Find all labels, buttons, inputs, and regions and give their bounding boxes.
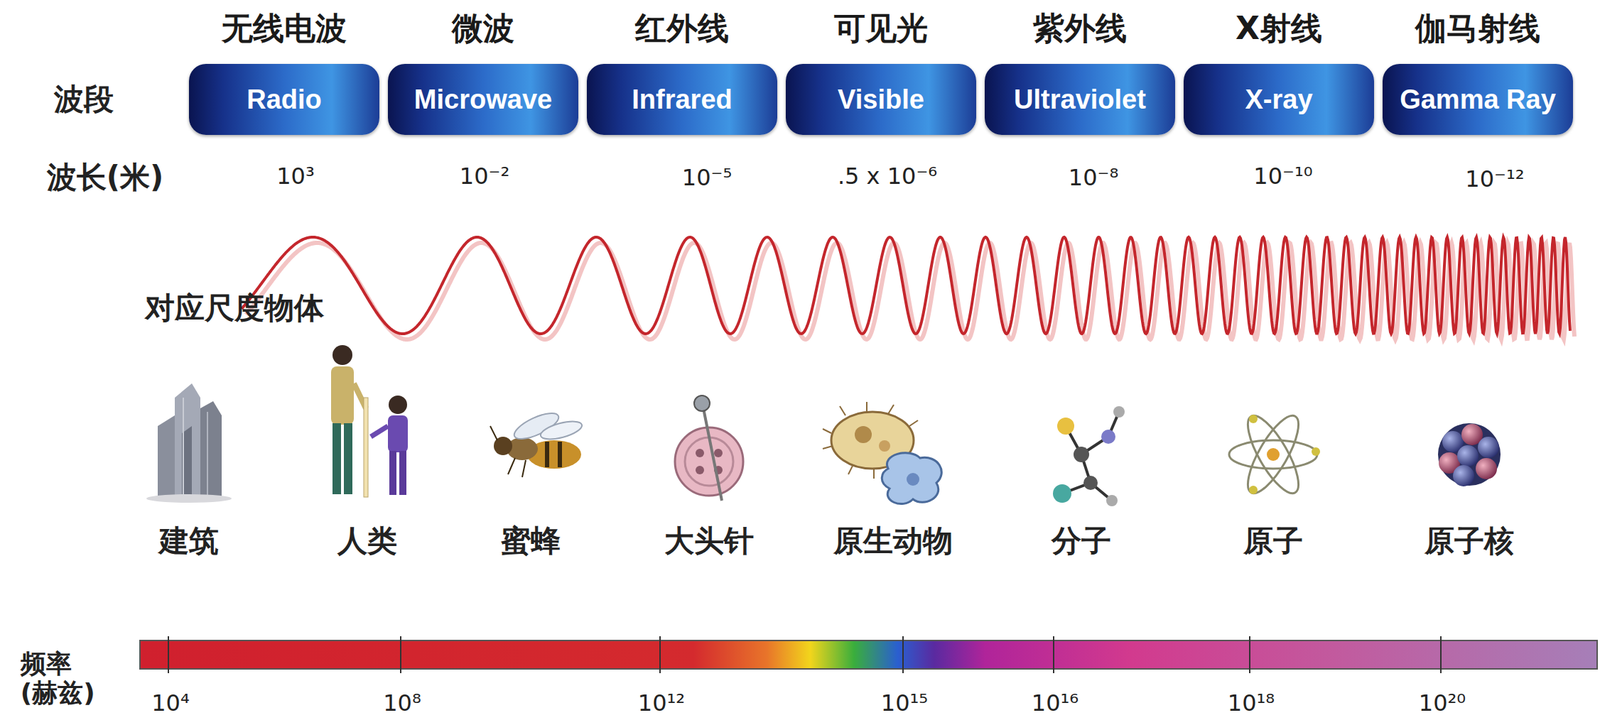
wavelength-value: 10⁻⁵ <box>682 164 732 192</box>
tick-mark <box>902 636 904 674</box>
row-label: 波段 <box>53 79 114 120</box>
object-name: 原子 <box>1243 521 1304 562</box>
atom-icon <box>1229 409 1321 500</box>
molecule-icon <box>1052 406 1125 507</box>
object-name: 人类 <box>337 521 398 562</box>
bee-icon <box>490 408 585 478</box>
wavelength-value: 10⁻¹⁰ <box>1253 162 1313 190</box>
frequency-value: 10⁸ <box>382 689 422 717</box>
band-name-en: Visible <box>837 84 925 116</box>
object-name: 大头针 <box>664 521 754 562</box>
row-label: 对应尺度物体 <box>144 288 324 329</box>
tick-mark <box>1052 636 1055 674</box>
frequency-value: 10¹⁵ <box>880 689 928 717</box>
wavelength-value: .5 x 10⁻⁶ <box>837 162 938 190</box>
tick-mark <box>1440 636 1442 674</box>
band-name-en: X-ray <box>1244 84 1313 116</box>
nucleus-icon <box>1438 423 1501 487</box>
object-name: 蜜蜂 <box>500 521 561 562</box>
frequency-value: 10¹⁶ <box>1031 689 1079 717</box>
tick-mark <box>1249 636 1251 674</box>
band-pill: 无线电波Radio <box>188 63 380 135</box>
wavelength-value: 10⁻² <box>459 162 510 190</box>
band-pill: 红外线Infrared <box>586 63 778 135</box>
band-name-zh: 伽马射线 <box>1415 7 1541 50</box>
object-name: 原生动物 <box>833 521 953 562</box>
frequency-value: 10²⁰ <box>1418 689 1466 717</box>
object-name: 原子核 <box>1424 521 1515 562</box>
band-name-en: Ultraviolet <box>1013 84 1147 116</box>
wavelength-value: 10⁻¹² <box>1465 165 1524 193</box>
frequency-bar <box>139 636 1598 674</box>
tick-mark <box>659 636 661 674</box>
band-pill: X射线X-ray <box>1183 63 1375 135</box>
band-name-en: Radio <box>246 84 322 116</box>
band-name-zh: 紫外线 <box>1033 7 1127 50</box>
band-name-en: Gamma Ray <box>1399 84 1556 116</box>
band-name-zh: 可见光 <box>834 7 928 50</box>
row-label: 波长(米) <box>46 157 164 198</box>
pin-icon <box>674 395 744 501</box>
object-name: 分子 <box>1051 521 1112 562</box>
object-name: 建筑 <box>159 521 219 562</box>
frequency-value: 10⁴ <box>151 689 190 717</box>
band-name-en: Microwave <box>414 84 553 116</box>
frequency-value: 10¹² <box>638 689 685 717</box>
frequency-value: 10¹⁸ <box>1227 689 1275 717</box>
wavelength-value: 10⁻⁸ <box>1068 164 1119 192</box>
building-icon <box>146 383 232 504</box>
band-pill: 伽马射线Gamma Ray <box>1382 63 1574 135</box>
human-icon <box>331 345 408 498</box>
band-name-en: Infrared <box>631 84 732 116</box>
axis-label: 频率 (赫兹) <box>20 649 108 709</box>
band-name-zh: 微波 <box>451 7 515 50</box>
tick-mark <box>167 636 170 674</box>
band-pill: 微波Microwave <box>387 63 579 135</box>
band-pill: 紫外线Ultraviolet <box>984 63 1176 135</box>
tick-mark <box>400 636 402 674</box>
wavelength-value: 10³ <box>276 162 315 190</box>
band-name-zh: 红外线 <box>635 7 729 50</box>
band-name-zh: X射线 <box>1235 7 1323 50</box>
em-wave <box>241 237 1571 334</box>
protozoa-icon <box>822 402 942 505</box>
band-pill: 可见光Visible <box>785 63 977 135</box>
band-name-zh: 无线电波 <box>221 7 347 50</box>
